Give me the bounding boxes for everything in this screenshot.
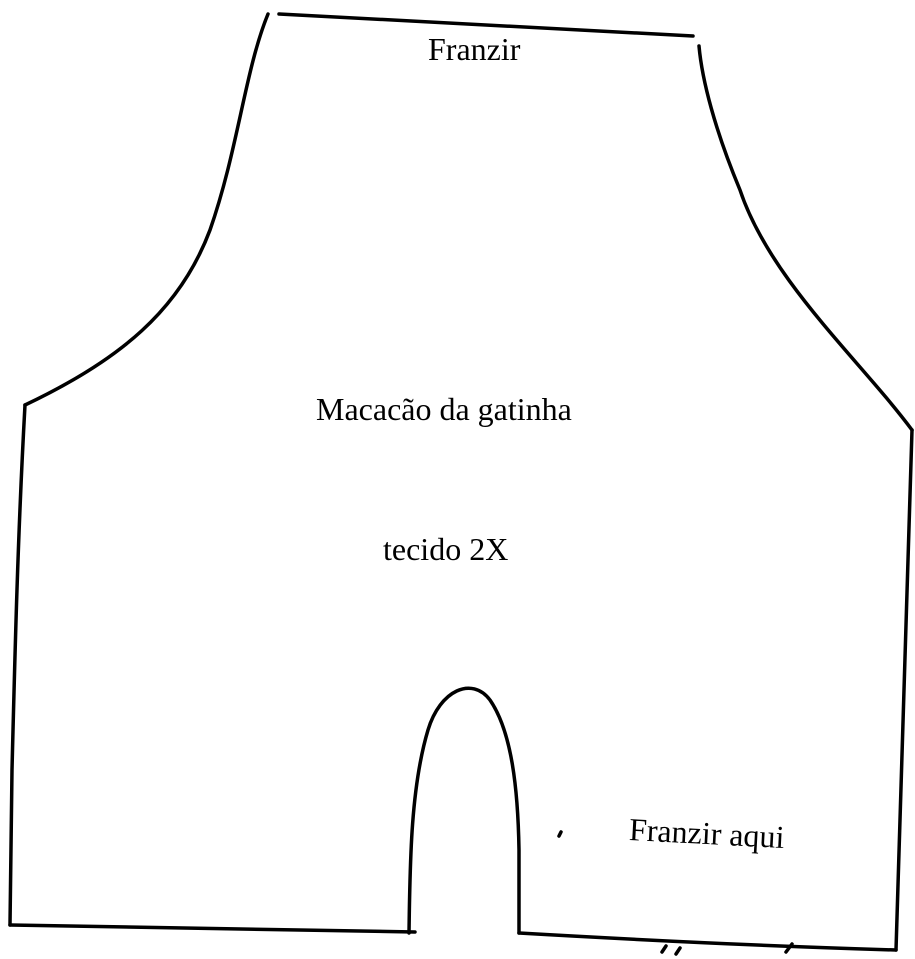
pen-mark [660, 944, 668, 954]
fabric-note: tecido 2X [383, 531, 509, 567]
crotch-curve [407, 686, 521, 935]
right-armhole-curve [697, 44, 914, 432]
pen-mark [784, 942, 794, 954]
right-side-line [894, 428, 914, 952]
pen-mark [557, 830, 563, 838]
bottom-left-edge [8, 923, 417, 934]
pen-mark [674, 946, 682, 956]
left-armhole-curve [23, 12, 270, 407]
left-side-line [8, 403, 27, 927]
pattern-title: Macacão da gatinha [316, 391, 572, 427]
gather-top-label: Franzir [428, 31, 521, 67]
bottom-right-edge [517, 931, 898, 952]
gather-here-label: Franzir aqui [628, 811, 786, 856]
top-edge-line [277, 12, 695, 38]
